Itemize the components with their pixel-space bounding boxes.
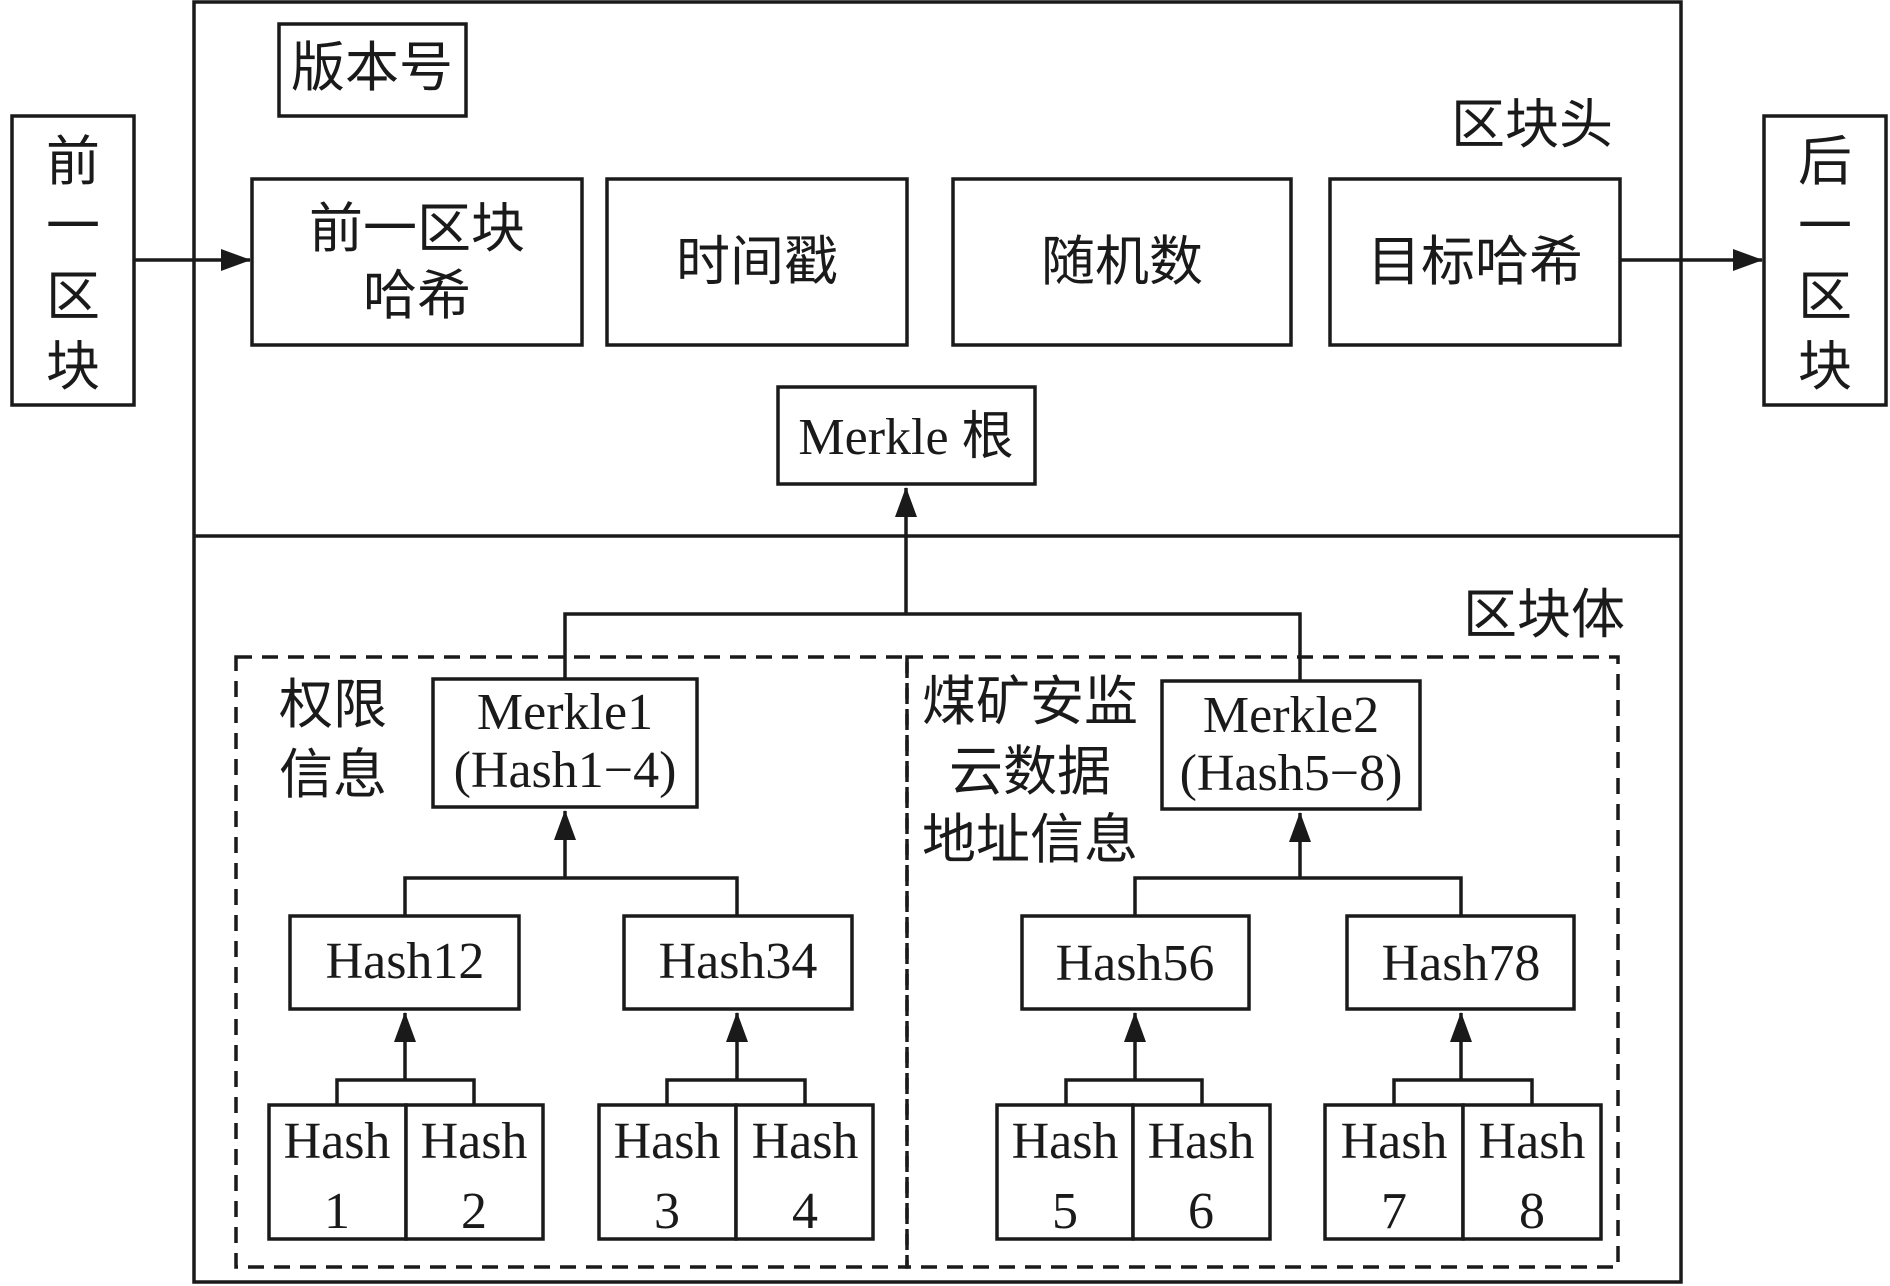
target-hash-label: 目标哈希 [1367,232,1583,292]
leaf-hash2-box [404,1103,545,1241]
block-frame [192,0,1683,1284]
version-label: 版本号 [291,38,453,98]
next-block-char: 一 [1798,197,1852,257]
leaf-pair-connector [665,1078,807,1105]
leaf-hash8-label: Hash [1479,1113,1586,1170]
merkle-root-box [776,385,1037,486]
merkle2-label: (Hash5−8) [1180,745,1403,802]
hash56-label: Hash56 [1056,935,1215,992]
target-hash-box [1328,177,1622,347]
merkle-root-label: Merkle 根 [798,409,1013,466]
leaf-pair-connector [1392,1078,1534,1105]
merkle-children-connector [563,612,1302,681]
hash12-label: Hash12 [326,933,485,990]
group2-region [905,655,1620,1269]
hash56-hash78-connector [1133,876,1463,916]
group2-label: 云数据 [949,742,1111,802]
leaf-hash6-box [1131,1103,1272,1241]
leaf-pair-connector [1064,1078,1204,1105]
prev-hash-label: 前一区块 [309,199,525,259]
leaf-hash2-label: 2 [461,1183,487,1240]
hash34-label: Hash34 [659,933,818,990]
leaf-pair-connector [335,1078,476,1105]
merkle2-label: Merkle2 [1203,687,1379,744]
leaf-hash6-label: Hash [1148,1113,1255,1170]
leaf-hash7-label: 7 [1381,1183,1407,1240]
prev-block-char: 前 [46,132,100,192]
leaf-hash5-box [995,1103,1135,1241]
prev-hash-box [250,177,584,347]
hash34-box [622,914,854,1011]
leaf-hash3-label: Hash [614,1113,721,1170]
leaf-hash2-label: Hash [421,1113,528,1170]
prev-block-char: 一 [46,197,100,257]
hash56-box [1020,914,1251,1011]
group2-label: 地址信息 [922,810,1138,870]
leaf-hash5-label: 5 [1052,1183,1078,1240]
leaf-hash4-label: 4 [792,1183,818,1240]
next-block-char: 块 [1798,337,1852,397]
leaf-hash3-box [597,1103,738,1241]
group2-label: 煤矿安监 [922,672,1138,732]
hash12-hash34-connector [403,876,739,916]
timestamp-label: 时间戳 [676,232,838,292]
next-block-char: 区 [1798,267,1852,327]
prev-block-char: 区 [46,267,100,327]
leaf-hash4-box [734,1103,875,1241]
prev-hash-label: 哈希 [363,266,471,326]
leaf-hash4-label: Hash [752,1113,859,1170]
hash78-label: Hash78 [1382,935,1541,992]
next-block-char: 后 [1798,132,1852,192]
merkle2-box [1160,679,1422,811]
hash12-box [288,914,521,1011]
leaf-hash5-label: Hash [1012,1113,1119,1170]
merkle1-label: (Hash1−4) [454,742,677,799]
merkle1-label: Merkle1 [477,684,653,741]
merkle1-box [431,677,699,809]
prev-block-box [10,114,136,407]
group1-region [234,655,909,1269]
leaf-hash8-label: 8 [1519,1183,1545,1240]
version-box [277,22,468,118]
leaf-hash1-label: Hash [284,1113,391,1170]
leaf-hash7-label: Hash [1341,1113,1448,1170]
hash78-box [1345,914,1576,1011]
nonce-label: 随机数 [1041,232,1203,292]
leaf-hash1-label: 1 [324,1183,350,1240]
group1-label: 信息 [279,745,387,805]
block-header-label: 区块头 [1451,95,1613,155]
prev-block-char: 块 [46,337,100,397]
nonce-box [951,177,1293,347]
leaf-hash6-label: 6 [1188,1183,1214,1240]
block-body-label: 区块体 [1463,585,1625,645]
group1-label: 权限 [279,675,387,735]
leaf-hash3-label: 3 [654,1183,680,1240]
timestamp-box [605,177,909,347]
leaf-hash8-box [1461,1103,1603,1241]
next-block-box [1762,114,1888,407]
